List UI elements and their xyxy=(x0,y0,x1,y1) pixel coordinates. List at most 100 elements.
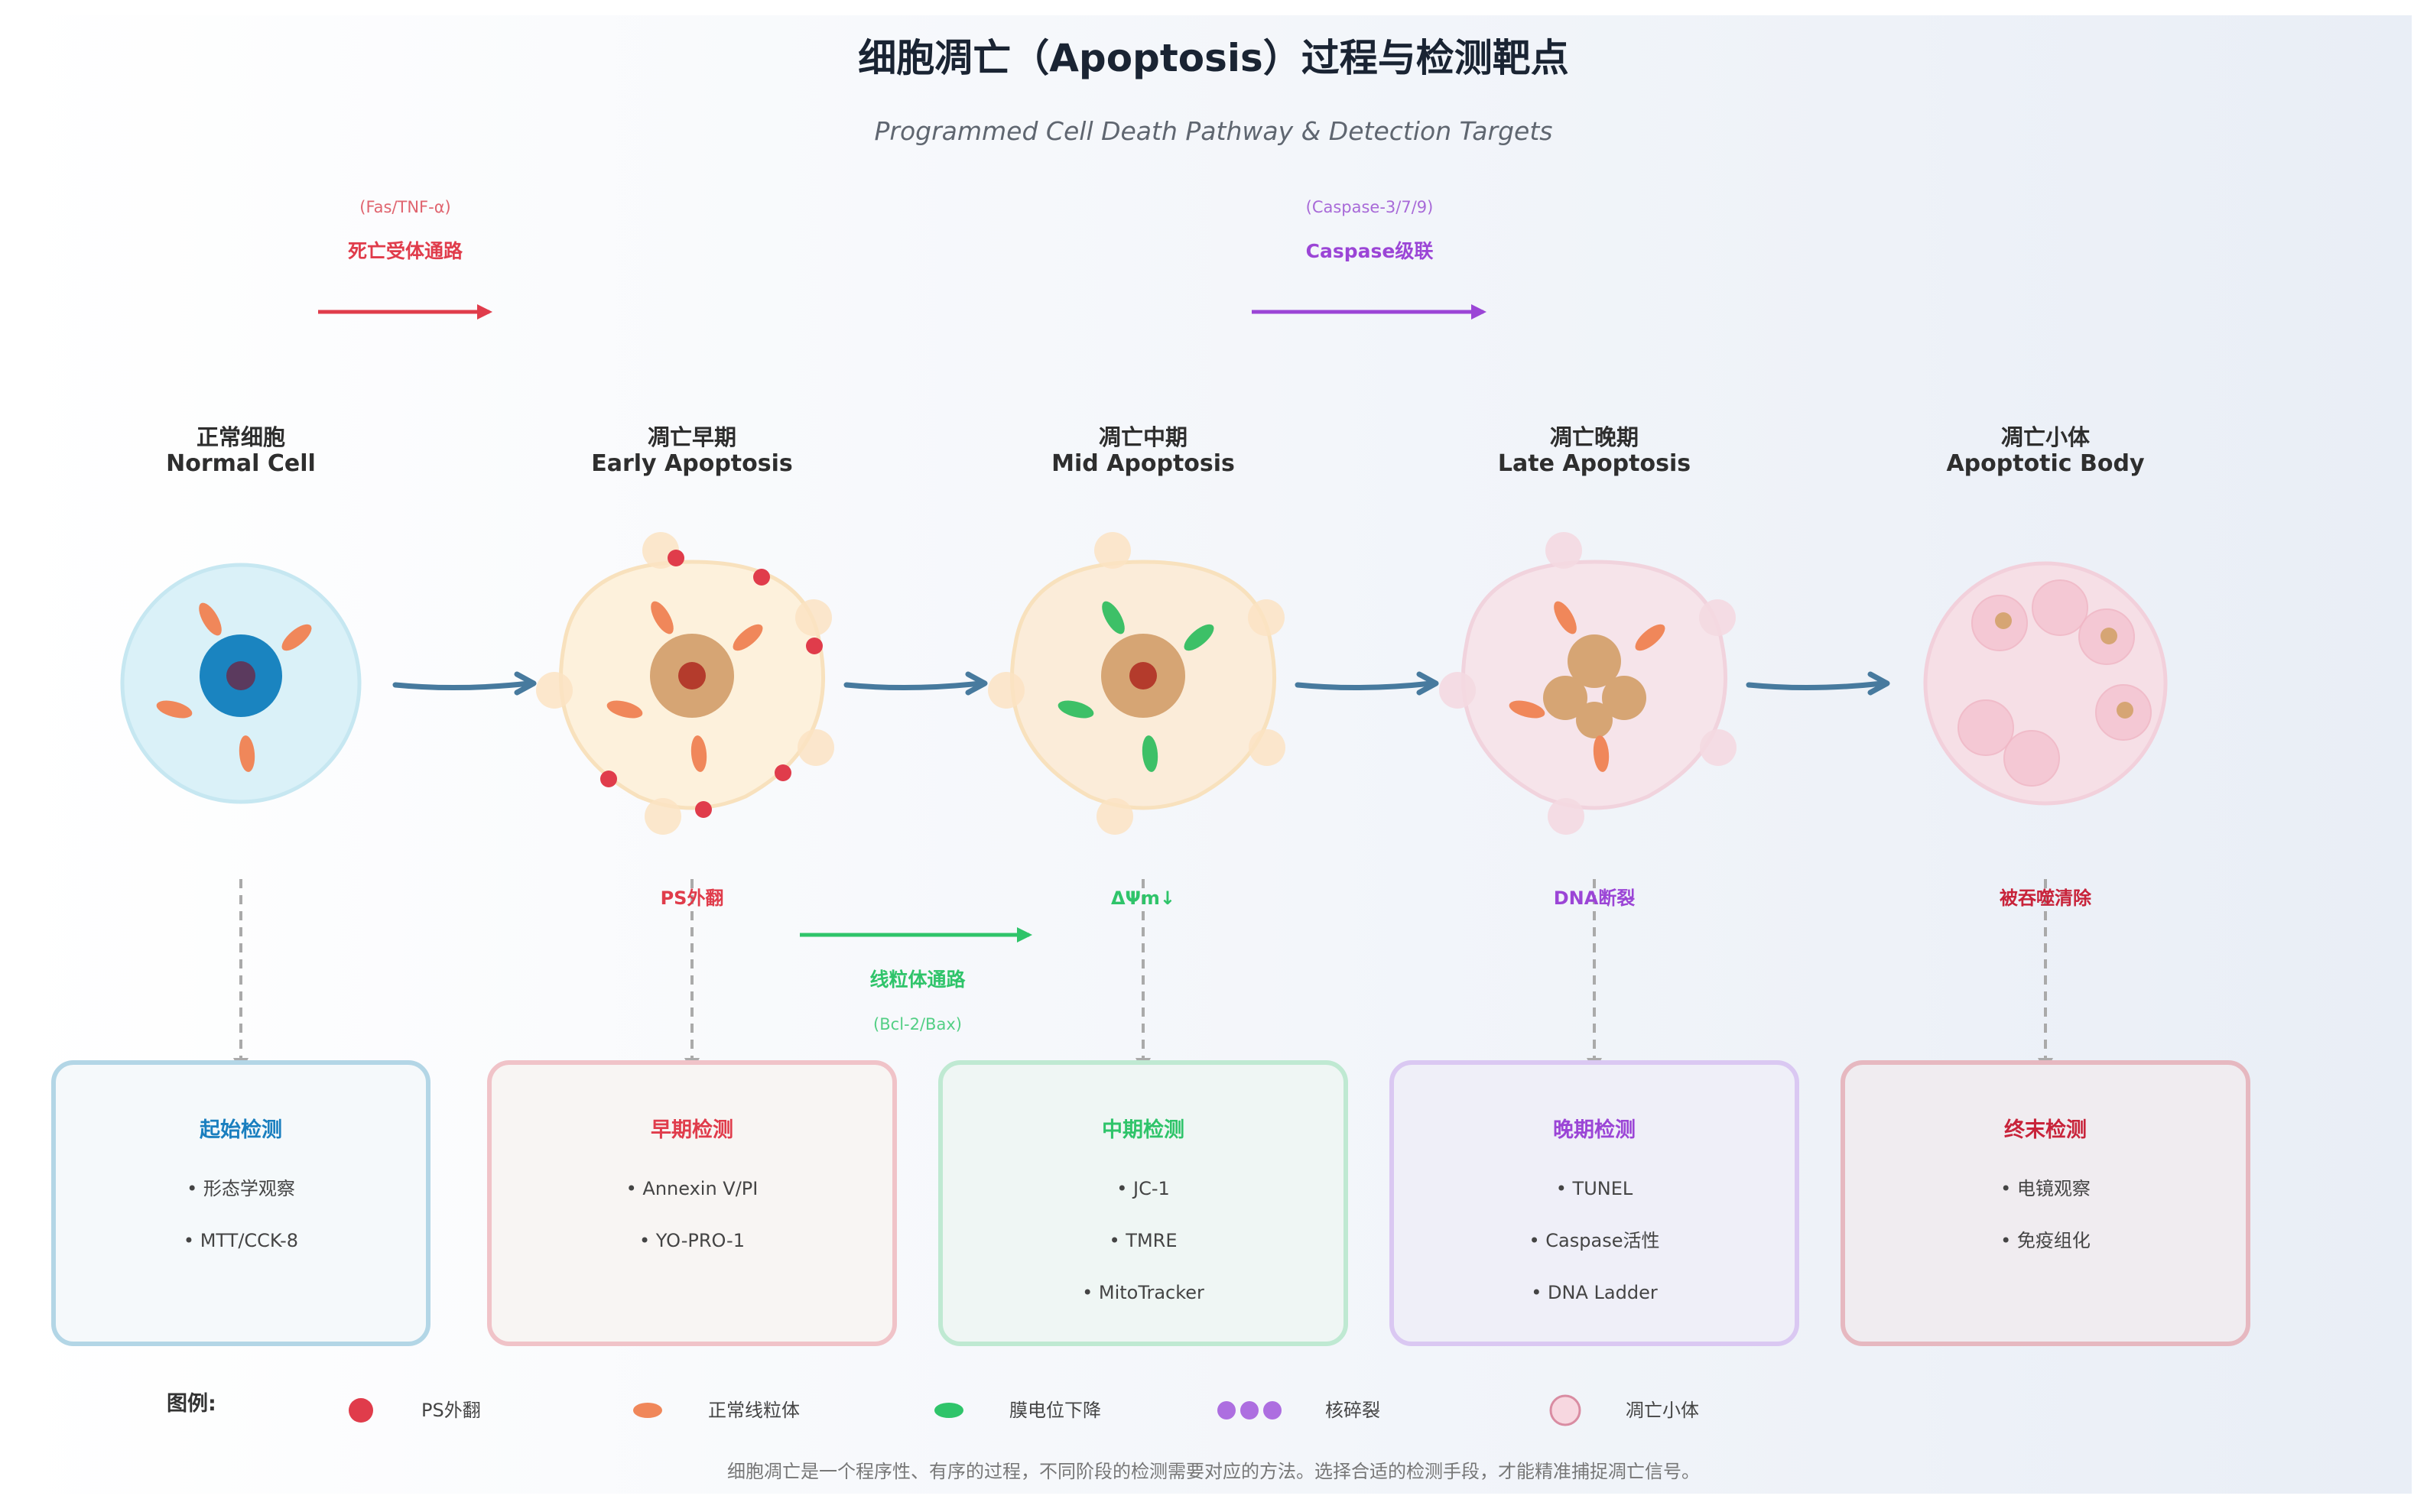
detection-box-terminal: 终末检测 • 电镜观察 • 免疫组化 xyxy=(1841,1060,2250,1346)
detection-item: • TUNEL xyxy=(1556,1178,1633,1199)
mitochondrion xyxy=(690,735,707,772)
detection-item: • DNA Ladder xyxy=(1531,1282,1658,1303)
membrane-bleb xyxy=(988,672,1025,709)
mitochondrion xyxy=(1509,700,1545,719)
legend-label: 凋亡小体 xyxy=(1626,1400,1699,1421)
detection-box-mid: 中期检测 • JC-1 • TMRE • MitoTracker xyxy=(938,1060,1348,1346)
membrane-bleb xyxy=(1545,532,1582,569)
stage-title-en: Late Apoptosis xyxy=(1498,450,1691,477)
mid-apoptosis-cell-illustration xyxy=(988,532,1285,835)
arrowhead xyxy=(514,671,537,696)
stage-header-early: 凋亡早期 Early Apoptosis xyxy=(591,424,793,477)
ps-exposure-dot xyxy=(695,801,712,818)
detection-title: 早期检测 xyxy=(651,1118,733,1142)
marker-ps-exposure: PS外翻 xyxy=(661,887,724,909)
mitochondrion xyxy=(651,601,674,634)
caspase-pathway: (Caspase-3/7/9) Caspase级联 xyxy=(1252,198,1486,320)
footnote: 细胞凋亡是一个程序性、有序的过程，不同阶段的检测需要对应的方法。选择合适的检测手… xyxy=(727,1461,1700,1482)
detection-item: • JC-1 xyxy=(1116,1178,1170,1199)
legend: 图例: PS外翻 正常线粒体 膜电位下降 核碎裂 凋亡小体 xyxy=(167,1392,1699,1426)
legend-label: PS外翻 xyxy=(421,1400,481,1421)
membrane-bleb xyxy=(645,798,681,835)
nuclear-fragment xyxy=(1602,676,1646,720)
detection-box-initial: 起始检测 • 形态学观察 • MTT/CCK-8 xyxy=(51,1060,430,1346)
membrane-bleb xyxy=(798,729,834,766)
mitochondrial-label: 线粒体通路 xyxy=(869,969,966,991)
detection-title: 中期检测 xyxy=(1102,1118,1184,1142)
mitochondrion xyxy=(1635,624,1665,651)
stage-title-en: Normal Cell xyxy=(166,450,316,477)
chromatin-fragment xyxy=(2117,702,2133,719)
apoptotic-body-illustration xyxy=(1923,561,2168,806)
nucleolus xyxy=(678,662,706,689)
membrane-bleb xyxy=(1699,599,1736,636)
arrowhead xyxy=(1867,671,1890,696)
depolarized-mitochondrion xyxy=(1184,624,1214,651)
late-apoptosis-cell-illustration xyxy=(1439,532,1737,835)
detection-item: • 电镜观察 xyxy=(2000,1178,2091,1199)
detection-box-late: 晚期检测 • TUNEL • Caspase活性 • DNA Ladder xyxy=(1389,1060,1799,1346)
chromatin-fragment xyxy=(2100,628,2117,644)
nuclear-fragment xyxy=(1543,676,1587,720)
detection-item: • MitoTracker xyxy=(1082,1282,1204,1303)
mitochondrial-pathway: 线粒体通路 (Bcl-2/Bax) xyxy=(800,927,1032,1033)
apoptotic-body-icon xyxy=(1549,1394,1581,1426)
ps-dot-icon xyxy=(349,1398,373,1423)
detection-card xyxy=(487,1060,897,1346)
membrane-bleb xyxy=(1097,798,1133,835)
stage-header-body: 凋亡小体 Apoptotic Body xyxy=(1946,424,2145,477)
marker-membrane-potential: ΔΨm↓ xyxy=(1111,887,1175,909)
mitochondrion xyxy=(156,700,193,719)
mitochondrion xyxy=(1554,601,1577,634)
arrowhead xyxy=(1416,671,1439,696)
normal-cell-illustration xyxy=(120,563,362,804)
mitochondrion xyxy=(606,700,643,719)
detection-item: • 免疫组化 xyxy=(2000,1230,2091,1251)
ps-exposure-dot xyxy=(806,638,823,654)
stage-title-en: Early Apoptosis xyxy=(591,450,793,477)
ps-exposure-dot xyxy=(753,569,770,586)
page-title: 细胞凋亡（Apoptosis）过程与检测靶点 xyxy=(858,36,1569,80)
legend-label: 核碎裂 xyxy=(1325,1400,1380,1421)
detection-card xyxy=(1841,1060,2250,1346)
apoptotic-vesicle xyxy=(1958,699,2014,756)
death-receptor-label: 死亡受体通路 xyxy=(348,240,463,262)
ps-exposure-dot xyxy=(600,771,617,787)
stage-title-zh: 凋亡晚期 xyxy=(1550,424,1639,450)
stage-header-late: 凋亡晚期 Late Apoptosis xyxy=(1498,424,1691,477)
membrane-bleb xyxy=(1249,729,1285,766)
caspase-sub: (Caspase-3/7/9) xyxy=(1306,198,1434,216)
mitochondrion xyxy=(199,602,222,636)
detection-title: 晚期检测 xyxy=(1553,1118,1636,1142)
progression-arrow xyxy=(843,680,983,691)
stage-title-zh: 正常细胞 xyxy=(197,424,285,450)
detection-item: • Annexin V/PI xyxy=(626,1178,759,1199)
detection-card xyxy=(51,1060,430,1346)
page-subtitle: Programmed Cell Death Pathway & Detectio… xyxy=(875,116,1553,146)
detection-title: 起始检测 xyxy=(200,1118,282,1142)
detection-card xyxy=(938,1060,1348,1346)
progression-arrow xyxy=(1746,680,1886,691)
nucleolus xyxy=(226,661,255,690)
apoptotic-vesicle xyxy=(2003,730,2060,787)
mitochondrion xyxy=(239,735,255,772)
membrane-bleb xyxy=(536,672,573,709)
stage-title-zh: 凋亡中期 xyxy=(1099,424,1188,450)
mitochondrial-sub: (Bcl-2/Bax) xyxy=(873,1015,962,1033)
membrane-bleb xyxy=(1439,672,1476,709)
progression-arrow xyxy=(1295,680,1434,691)
detection-item: • TMRE xyxy=(1110,1230,1178,1251)
stage-title-en: Mid Apoptosis xyxy=(1051,450,1235,477)
depolarized-mitochondrion xyxy=(1058,700,1094,719)
detection-card xyxy=(1389,1060,1799,1346)
mito-green-icon xyxy=(934,1403,963,1418)
depolarized-mitochondrion xyxy=(1102,601,1125,634)
membrane-bleb xyxy=(1700,729,1737,766)
death-receptor-pathway: (Fas/TNF-α) 死亡受体通路 xyxy=(318,198,492,320)
chromatin-fragment xyxy=(1995,612,2012,629)
progression-arrow xyxy=(392,680,532,691)
depolarized-mitochondrion xyxy=(1142,735,1158,772)
early-apoptosis-cell-illustration xyxy=(536,532,834,835)
